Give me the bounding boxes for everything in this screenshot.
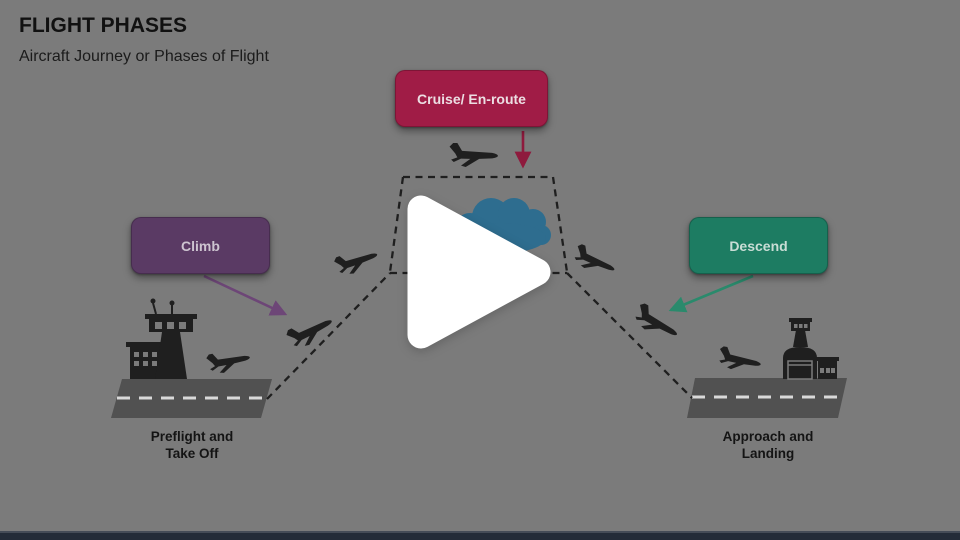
caption-line: Approach and [722,429,814,444]
airplane-icon [716,345,763,375]
caption-preflight-takeoff: Preflight and Take Off [102,428,282,462]
descend-arrow [668,274,754,313]
airport-building-icon [783,318,839,380]
airplane-icon [570,243,619,279]
caption-approach-landing: Approach and Landing [678,428,858,462]
airplane-icon [284,310,337,353]
caption-line: Landing [741,446,795,461]
phase-box-descend: Descend [689,217,828,274]
phase-box-climb-label: Climb [181,237,220,254]
page-title: FLIGHT PHASES [19,14,188,37]
climb-arrow [203,274,288,316]
airplane-icon [449,143,498,167]
video-progress-bar[interactable] [0,531,960,540]
page-subtitle: Aircraft Journey or Phases of Flight [19,48,269,65]
phase-box-cruise-label: Cruise/ En-route [417,90,526,107]
airplane-icon [205,346,252,376]
caption-line: Take Off [165,446,219,461]
phase-box-climb: Climb [131,217,270,274]
play-button[interactable] [407,195,551,349]
play-icon[interactable] [407,195,551,349]
phase-box-descend-label: Descend [729,237,788,254]
airplane-icon [333,243,381,279]
phase-box-cruise: Cruise/ En-route [395,70,548,127]
control-tower-icon [126,298,197,379]
caption-line: Preflight and [150,429,234,444]
